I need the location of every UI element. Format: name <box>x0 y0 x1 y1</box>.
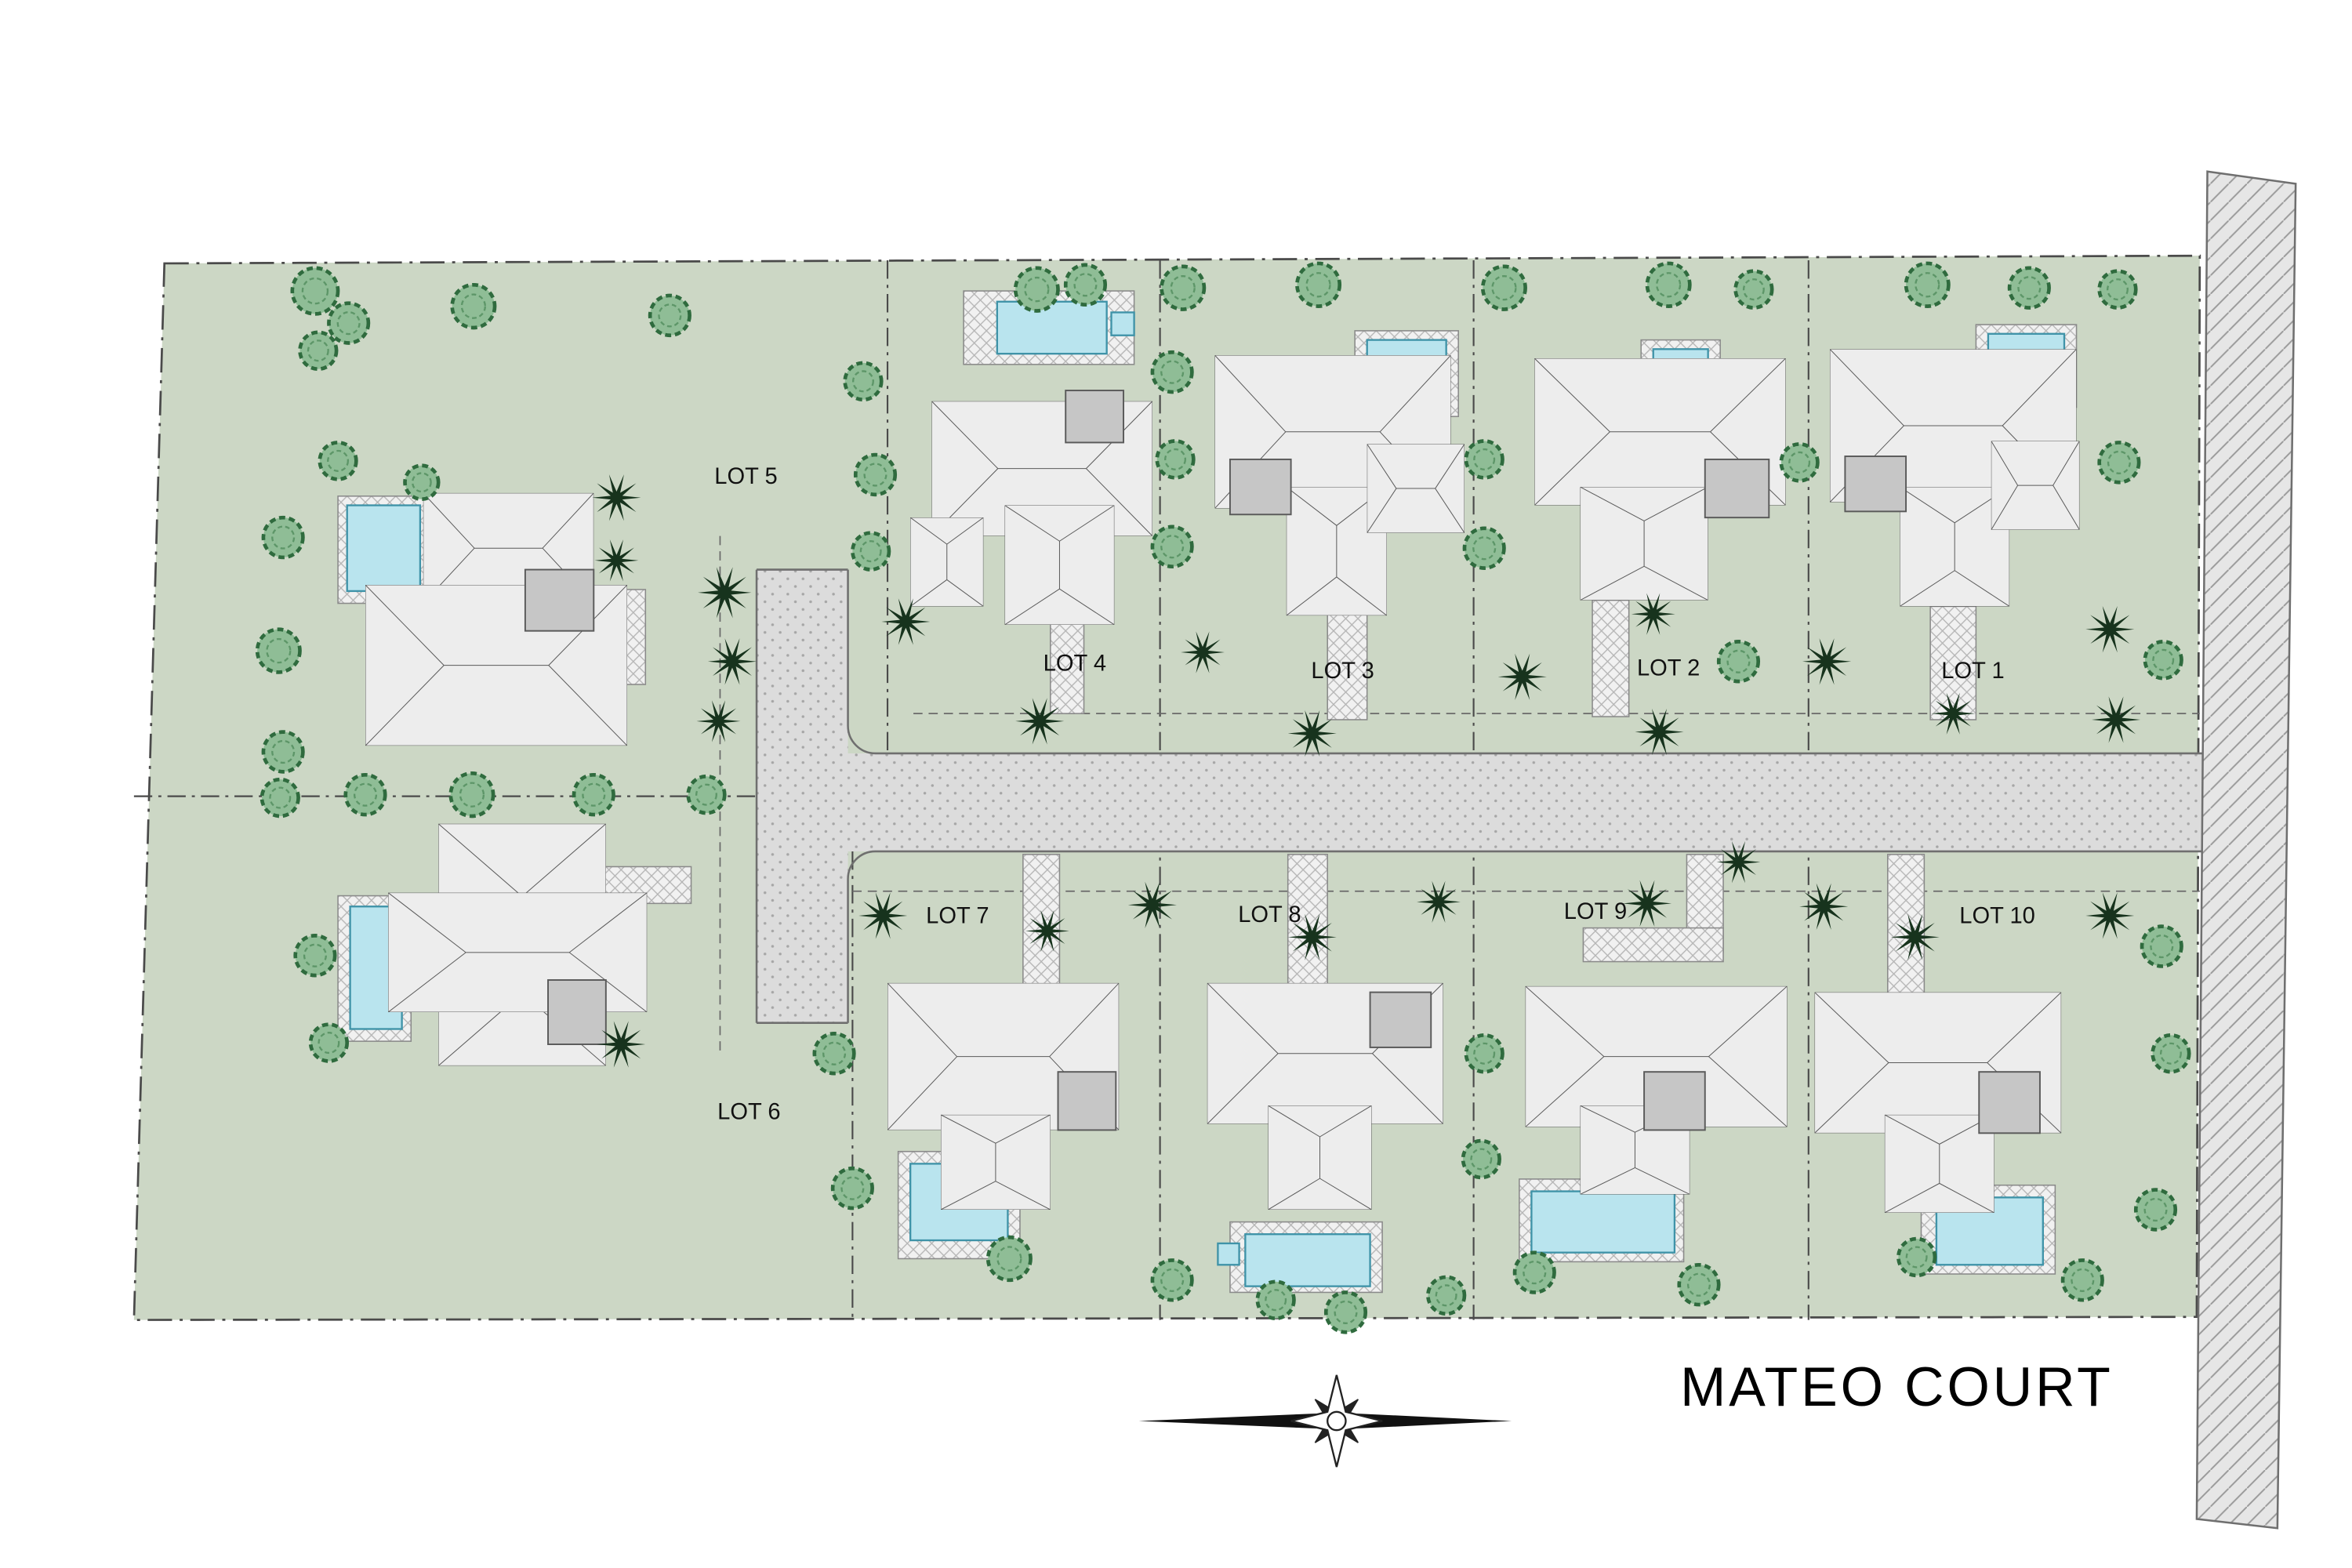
tree-icon <box>812 1032 856 1076</box>
tree-icon <box>298 330 339 372</box>
tree-icon <box>648 293 691 338</box>
tree-icon <box>343 772 387 817</box>
tree-icon <box>1677 1262 1721 1307</box>
tree-icon <box>1716 640 1761 684</box>
tree-icon <box>1464 439 1504 480</box>
tree-icon <box>327 301 371 345</box>
tree-icon <box>2097 269 2138 310</box>
lot-label-lot-5: LOT 5 <box>714 464 777 489</box>
lot-9-pool <box>1530 1190 1676 1254</box>
tree-icon <box>1779 442 1820 483</box>
tree-icon <box>1464 1033 1504 1074</box>
tree-icon <box>2143 640 2183 681</box>
tree-icon <box>1063 263 1108 307</box>
tree-icon <box>1295 261 1342 308</box>
tree-icon <box>2151 1033 2191 1074</box>
tree-icon <box>1733 269 1774 310</box>
tree-icon <box>1160 264 1207 311</box>
lot-label-lot-2: LOT 2 <box>1637 655 1700 681</box>
lot-label-lot-4: LOT 4 <box>1044 651 1106 676</box>
tree-icon <box>2007 266 2051 310</box>
tree-icon <box>450 282 497 330</box>
tree-icon <box>261 730 305 774</box>
lot-label-lot-9: LOT 9 <box>1564 899 1627 924</box>
tree-icon <box>2060 1258 2104 1302</box>
lot-3-house <box>1214 330 1465 720</box>
lot-5-pool <box>346 504 422 593</box>
tree-icon <box>1512 1250 1556 1294</box>
tree-icon <box>255 627 302 674</box>
tree-icon <box>853 452 898 497</box>
tree-icon <box>318 441 358 481</box>
tree-icon <box>1480 264 1527 311</box>
tree-icon <box>403 463 441 502</box>
tree-icon <box>1150 350 1194 394</box>
tree-icon <box>261 515 305 560</box>
lot-label-lot-10: LOT 10 <box>1959 904 2035 929</box>
tree-icon <box>1645 261 1692 308</box>
tree-icon <box>1904 261 1951 308</box>
tree-icon <box>2133 1188 2178 1232</box>
lot-9-house <box>1519 854 1788 1263</box>
side-road <box>2195 170 2297 1530</box>
tree-icon <box>1896 1236 1937 1278</box>
tree-icon <box>290 266 340 316</box>
tree-icon <box>293 934 337 978</box>
tree-icon <box>2140 924 2183 968</box>
tree-icon <box>985 1235 1033 1283</box>
street-mateo-court <box>755 568 2205 1024</box>
tree-icon <box>1150 1258 1194 1302</box>
lot-4-pool <box>996 300 1108 355</box>
lot-2-house <box>1534 339 1786 717</box>
tree-icon <box>830 1166 874 1210</box>
tree-icon <box>572 772 615 817</box>
lot-1-house <box>1829 324 2080 720</box>
tree-icon <box>260 777 300 818</box>
tree-icon <box>1155 439 1196 480</box>
lot-5-house <box>337 492 647 746</box>
tree-icon <box>1013 266 1060 313</box>
tree-icon <box>1150 524 1194 568</box>
trees-group <box>255 261 2191 1334</box>
tree-icon <box>1255 1279 1296 1320</box>
lot-label-lot-8: LOT 8 <box>1238 902 1301 927</box>
lot-8-house <box>1207 854 1443 1294</box>
tree-icon <box>851 531 891 572</box>
tree-icon <box>1461 1138 1501 1180</box>
lot-label-lot-6: LOT 6 <box>717 1100 780 1125</box>
plan-title: MATEO COURT <box>1680 1356 2114 1417</box>
lot-6-house <box>337 823 692 1066</box>
tree-icon <box>448 771 495 818</box>
tree-icon <box>1323 1290 1368 1334</box>
lot-labels-group: LOT 1 LOT 2 LOT 3 LOT 4 LOT 5 LOT 6 LOT 7 LOT 8… <box>714 464 2035 1125</box>
lot-label-lot-7: LOT 7 <box>926 904 989 929</box>
tree-icon <box>2097 441 2141 485</box>
tree-icon <box>308 1022 350 1063</box>
north-compass <box>1138 1374 1512 1468</box>
lot-label-lot-1: LOT 1 <box>1941 659 2004 684</box>
tree-icon <box>1462 526 1506 570</box>
lot-8-pool <box>1244 1233 1371 1287</box>
tree-icon <box>686 774 727 815</box>
tree-icon <box>843 361 884 402</box>
lot-label-lot-3: LOT 3 <box>1311 659 1374 684</box>
tree-icon <box>1426 1275 1467 1316</box>
